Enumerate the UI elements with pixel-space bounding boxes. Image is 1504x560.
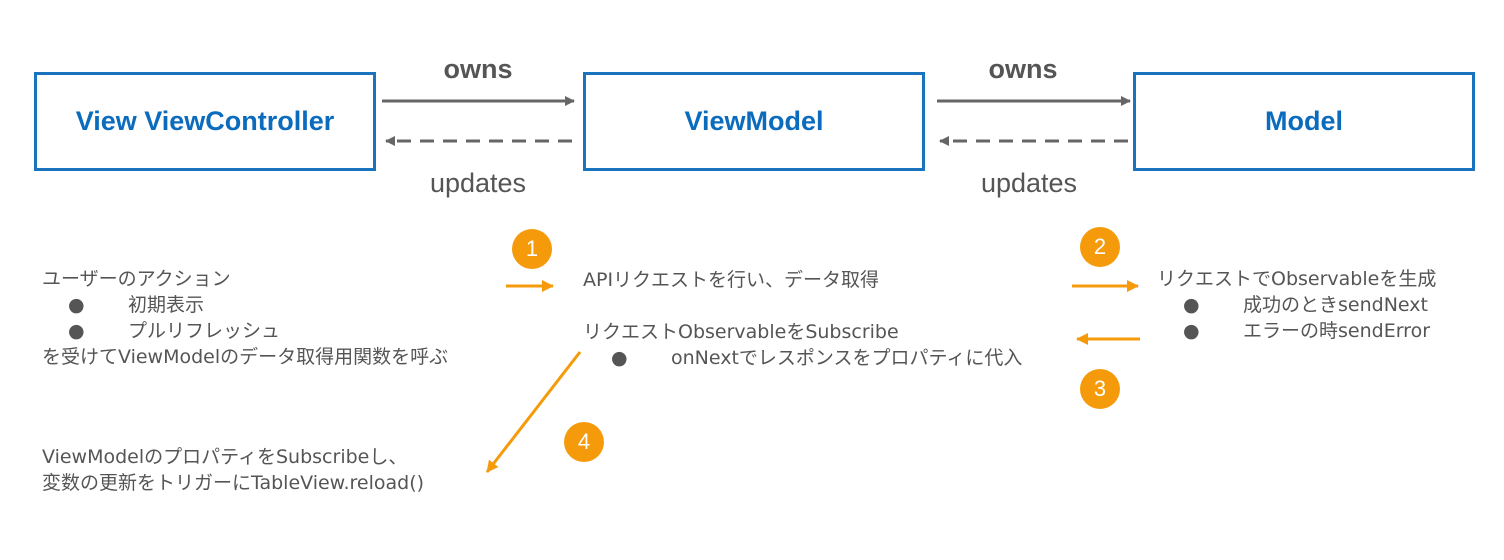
step-badge-4: 4 — [564, 422, 604, 462]
model-box: Model — [1133, 72, 1475, 171]
model-label: Model — [1265, 106, 1343, 136]
view-action-text: ユーザーのアクション ●初期表示 ●プルリフレッシュ を受けてViewModel… — [42, 266, 448, 370]
view-action-item: ●プルリフレッシュ — [68, 320, 281, 342]
model-text: リクエストでObservableを生成 ●成功のときsendNext ●エラーの… — [1157, 266, 1436, 344]
view-action-footer: を受けてViewModelのデータ取得用関数を呼ぶ — [42, 346, 449, 368]
viewmodel-subscribe-title: リクエストObservableをSubscribe — [583, 321, 899, 343]
bullet-icon: ● — [68, 320, 85, 342]
viewmodel-subscribe-item: ●onNextでレスポンスをプロパティに代入 — [611, 347, 1023, 369]
viewmodel-label: ViewModel — [684, 106, 824, 136]
owns-label-1: owns — [443, 54, 513, 84]
bottom-text-line-1: ViewModelのプロパティをSubscribeし、 — [42, 446, 408, 468]
model-text-title: リクエストでObservableを生成 — [1157, 268, 1437, 290]
step-badge-3: 3 — [1080, 369, 1120, 409]
bullet-icon: ● — [68, 294, 85, 316]
view-viewcontroller-label: View ViewController — [75, 106, 335, 136]
step-badge-1: 1 — [512, 229, 552, 269]
step4-arrow — [485, 351, 582, 473]
updates-label-1: updates — [429, 168, 527, 198]
owns-label-2: owns — [988, 54, 1058, 84]
view-viewcontroller-box: View ViewController — [34, 72, 376, 171]
viewmodel-subscribe-text: リクエストObservableをSubscribe ●onNextでレスポンスを… — [583, 319, 1022, 371]
viewmodel-box: ViewModel — [583, 72, 925, 171]
bullet-icon: ● — [611, 347, 628, 369]
model-text-item: ●エラーの時sendError — [1183, 320, 1431, 342]
bottom-text-line-2: 変数の更新をトリガーにTableView.reload() — [42, 472, 425, 494]
view-action-item: ●初期表示 — [68, 294, 205, 316]
updates-label-2: updates — [980, 168, 1078, 198]
step-badge-2: 2 — [1080, 227, 1120, 267]
bottom-text: ViewModelのプロパティをSubscribeし、 変数の更新をトリガーにT… — [42, 444, 424, 496]
view-action-title: ユーザーのアクション — [42, 268, 231, 290]
viewmodel-request-text: APIリクエストを行い、データ取得 — [583, 269, 880, 291]
bullet-icon: ● — [1183, 294, 1200, 316]
model-text-item: ●成功のときsendNext — [1183, 294, 1428, 316]
bullet-icon: ● — [1183, 320, 1200, 342]
